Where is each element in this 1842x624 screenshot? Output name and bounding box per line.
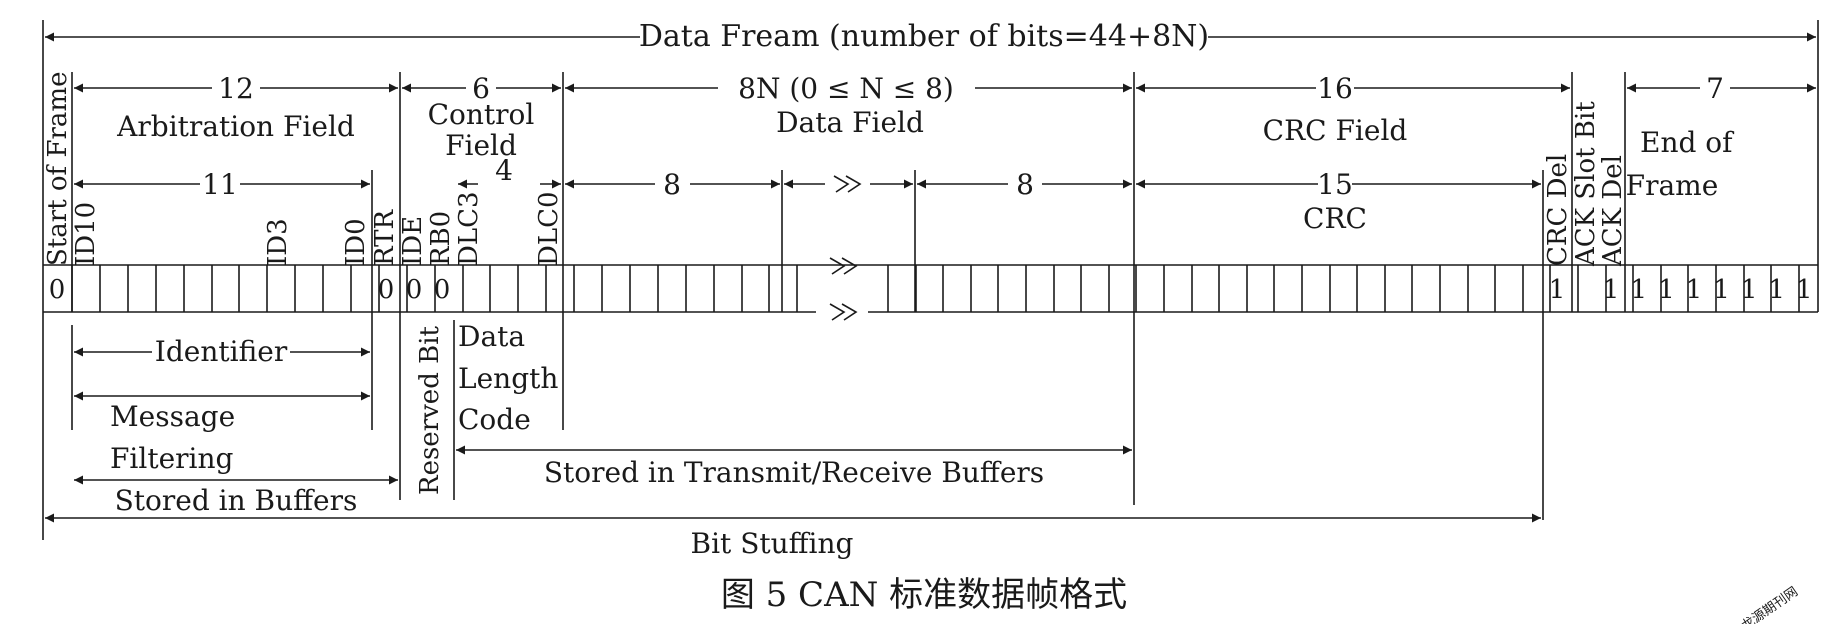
reserved-bit-annotation: Reserved Bit: [415, 320, 455, 500]
data-byte-break: [784, 175, 913, 193]
control-bit-count: 6: [472, 72, 490, 105]
crc-del-label: CRC Del: [1543, 154, 1573, 266]
arbitration-field-span: 12 Arbitration Field: [74, 72, 398, 143]
data-byte-last-span: 8: [917, 168, 1132, 201]
data-byte-first-count: 8: [663, 168, 681, 201]
dlc-label-2: Length: [458, 362, 558, 395]
ack-slot-bit-label: ACK Slot Bit: [1571, 101, 1601, 267]
eof-bit-count: 7: [1706, 72, 1724, 105]
stored-in-buffers-span: Stored in Buffers: [74, 475, 398, 517]
id10-label: ID10: [71, 202, 101, 266]
data-byte-last-count: 8: [1016, 168, 1034, 201]
crc-sequence-bit-count: 15: [1317, 168, 1353, 201]
data-frame-title: Data Fream (number of bits=44+8N): [639, 19, 1209, 54]
dlc-bit-count: 4: [495, 154, 513, 187]
message-filtering-label-2: Filtering: [110, 442, 234, 475]
eof-field-label-2: Frame: [1626, 169, 1719, 202]
break-symbol-top: [833, 175, 862, 193]
dlc-label-1: Data: [458, 320, 525, 353]
break-symbol-row-bottom: [829, 303, 858, 321]
vertical-bit-labels: Start of Frame ID10 ID3 ID0 RTR IDE RB0 …: [43, 72, 1628, 267]
ide-label: IDE: [398, 216, 428, 266]
message-filtering-label-1: Message: [110, 400, 235, 433]
crc-sequence-label: CRC: [1303, 202, 1367, 235]
id0-label: ID0: [341, 218, 371, 266]
crc-del-bit-value: 1: [1549, 275, 1566, 305]
dlc3-label: DLC3: [454, 191, 484, 266]
id3-label: ID3: [263, 218, 293, 266]
dlc0-label: DLC0: [534, 191, 564, 266]
control-field-label-1: Control: [428, 98, 535, 131]
sof-bit-value: 0: [49, 275, 66, 305]
stored-tx-rx-span: Stored in Transmit/Receive Buffers: [456, 445, 1132, 489]
identifier-label: Identifier: [155, 335, 288, 368]
data-field-span: 8N (0 ≤ N ≤ 8) Data Field: [565, 72, 1132, 139]
rtr-bit-value: 0: [378, 275, 395, 305]
message-filtering-span: Message Filtering: [74, 391, 370, 475]
ack-del-label: ACK Del: [1598, 155, 1628, 267]
figure-caption: 图 5 CAN 标准数据帧格式: [721, 575, 1127, 615]
break-symbol-row-top: [829, 257, 858, 275]
ide-bit-value: 0: [406, 275, 423, 305]
bit-stuffing-span: Bit Stuffing: [45, 513, 1541, 560]
eof-bit-value: 1: [1741, 275, 1758, 305]
identifier-span: Identifier: [71, 325, 370, 430]
identifier-11-span: 11: [74, 168, 370, 201]
dlc-4-span: 4: [458, 154, 561, 189]
rb0-bit-value: 0: [434, 275, 451, 305]
crc-bit-count: 16: [1317, 72, 1353, 105]
eof-bit-value: 1: [1796, 275, 1813, 305]
eof-bit-value: 1: [1686, 275, 1703, 305]
arbitration-field-label: Arbitration Field: [116, 110, 355, 143]
crc-15-span: 15 CRC: [1136, 168, 1541, 235]
bit-cell-dividers: [71, 265, 1800, 312]
rb0-label: RB0: [426, 211, 456, 266]
arbitration-bit-count: 12: [218, 72, 254, 105]
eof-field-span: 7 End of Frame: [1626, 72, 1816, 202]
eof-bit-value: 1: [1713, 275, 1730, 305]
data-field-label: Data Field: [776, 106, 924, 139]
identifier-bit-count: 11: [202, 168, 238, 201]
reserved-bit-label: Reserved Bit: [415, 325, 445, 495]
data-byte-first-span: 8: [565, 168, 780, 201]
stored-tx-rx-label: Stored in Transmit/Receive Buffers: [544, 456, 1044, 489]
dlc-annotation: Data Length Code: [458, 320, 558, 436]
control-field-label-2: Field: [445, 129, 517, 162]
ack-del-bit-value: 1: [1603, 275, 1620, 305]
crc-field-label: CRC Field: [1263, 114, 1408, 147]
eof-bit-value: 1: [1658, 275, 1675, 305]
watermark: 龙源期刊网: [1739, 584, 1801, 624]
bit-stuffing-label: Bit Stuffing: [691, 527, 854, 560]
dlc-label-3: Code: [458, 403, 531, 436]
crc-field-span: 16 CRC Field: [1136, 72, 1570, 147]
stored-in-buffers-label: Stored in Buffers: [115, 484, 358, 517]
rtr-label: RTR: [370, 209, 400, 266]
control-field-span: 6 Control Field: [402, 72, 561, 162]
eof-bit-value: 1: [1631, 275, 1648, 305]
eof-field-label-1: End of: [1640, 126, 1735, 159]
start-of-frame-label: Start of Frame: [43, 72, 73, 266]
eof-bit-value: 1: [1768, 275, 1785, 305]
bit-row: [43, 257, 1818, 321]
data-bit-count: 8N (0 ≤ N ≤ 8): [738, 72, 954, 105]
